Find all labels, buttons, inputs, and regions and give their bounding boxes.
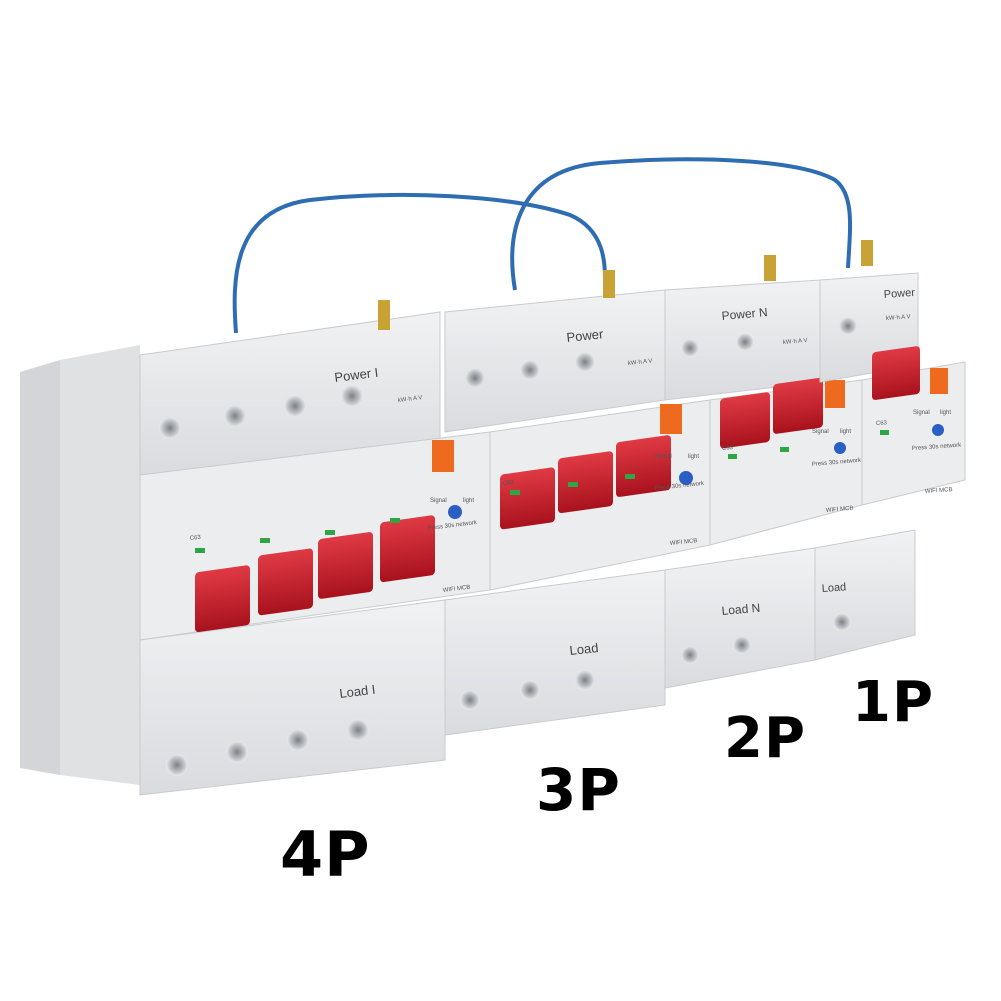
load-label: Load I — [339, 682, 377, 701]
brand-label: WIFI MCB — [443, 585, 471, 594]
units-label: kW·h A V — [783, 338, 808, 346]
signal-label: Signal — [655, 454, 672, 460]
light-label: light — [940, 410, 951, 416]
antenna-connector — [378, 300, 390, 330]
signal-label: Signal — [913, 410, 930, 416]
signal-label: Signal — [812, 429, 829, 435]
breaker-4p: Power I kW·h A V C63 Signal light Press … — [20, 300, 491, 796]
antenna-cable-left — [232, 193, 607, 334]
light-label: light — [688, 454, 699, 460]
light-label: light — [840, 429, 851, 435]
label-3p: 3P — [536, 756, 621, 824]
load-label: Load — [821, 581, 846, 595]
brand-label: WIFI MCB — [826, 506, 854, 514]
power-label: Power I — [334, 365, 380, 385]
power-label: Power — [883, 287, 915, 301]
rating-label: C63 — [503, 480, 515, 487]
light-label: light — [463, 498, 474, 504]
handle — [195, 565, 250, 633]
units-label: kW·h A V — [628, 358, 653, 367]
label-1p: 1P — [852, 670, 935, 735]
rating-label: C63 — [722, 445, 734, 452]
press-label: Press 30s network — [812, 458, 863, 468]
power-label: Power — [566, 326, 605, 345]
lock-tab — [432, 440, 454, 472]
breaker-2p: Power N kW·h A V C63 Signal light Press … — [664, 255, 863, 689]
power-label: Power N — [721, 305, 768, 323]
load-label: Load — [569, 640, 599, 658]
load-label: Load N — [721, 601, 761, 618]
units-label: kW·h A V — [398, 395, 423, 404]
label-4p: 4P — [280, 818, 371, 891]
label-2p: 2P — [724, 706, 807, 771]
rating-label: C63 — [876, 420, 888, 427]
network-button — [448, 505, 462, 519]
signal-label: Signal — [430, 498, 447, 504]
breaker-3p: Power kW·h A V C63 Signal light Press 30… — [444, 270, 711, 736]
press-label: Press 30s network — [655, 481, 706, 492]
breaker-1p: Power kW·h A V C63 Signal light Press 30… — [814, 240, 966, 661]
brand-label: WIFI MCB — [670, 538, 698, 547]
rating-label: C63 — [190, 535, 202, 542]
press-label: Press 30s network — [912, 442, 963, 451]
units-label: kW·h A V — [886, 314, 911, 322]
antenna-cable-right — [510, 157, 853, 291]
brand-label: WIFI MCB — [925, 487, 953, 495]
